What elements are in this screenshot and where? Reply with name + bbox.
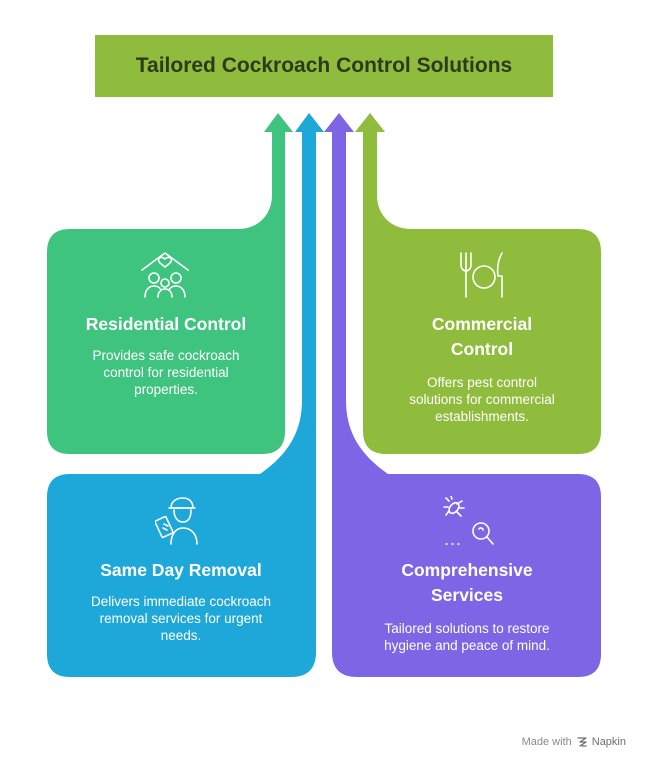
residential-card-desc-line: Provides safe cockroach — [92, 348, 240, 363]
commercial-card-desc-line: Offers pest control — [426, 375, 538, 390]
napkin-logo-icon — [577, 737, 587, 747]
residential-card-desc-line: properties. — [134, 382, 198, 397]
commercial-card: Commercial Control Offers pest control s… — [366, 312, 598, 425]
commercial-card-desc-line: solutions for commercial — [409, 392, 555, 407]
commercial-card-title-line: Control — [450, 339, 514, 359]
residential-card-title: Residential Control — [85, 314, 247, 334]
same-day-card-desc-line: removal services for urgent — [99, 611, 263, 626]
diagram-title: Tailored Cockroach Control Solutions — [135, 54, 513, 77]
same-day-card-shape — [47, 113, 324, 677]
same-day-card-desc-line: needs. — [160, 628, 202, 643]
family-home-icon — [141, 252, 189, 298]
same-day-card: Same Day Removal Delivers immediate cock… — [50, 558, 312, 644]
residential-card: Residential Control Provides safe cockro… — [50, 312, 282, 398]
footer-attribution: Made with Napkin — [522, 736, 626, 748]
comprehensive-card-title-line: Comprehensive — [401, 560, 533, 580]
bug-search-icon — [443, 496, 494, 545]
comprehensive-card-title-line: Services — [430, 585, 503, 605]
footer-made-with: Made with — [521, 736, 572, 748]
residential-card-shape — [47, 113, 293, 454]
dining-utensils-icon — [460, 252, 503, 298]
residential-card-desc-line: control for residential — [103, 365, 229, 380]
comprehensive-card-desc-line: hygiene and peace of mind. — [384, 638, 550, 653]
same-day-card-title: Same Day Removal — [100, 560, 262, 580]
diagram-title-box: Tailored Cockroach Control Solutions — [95, 35, 553, 97]
commercial-card-title-line: Commercial — [431, 314, 533, 334]
technician-icon — [155, 497, 198, 545]
comprehensive-card-shape — [324, 113, 601, 677]
comprehensive-card: Comprehensive Services Tailored solution… — [336, 558, 598, 654]
footer-brand: Napkin — [591, 736, 626, 748]
commercial-card-shape — [355, 113, 601, 454]
commercial-card-desc-line: establishments. — [435, 409, 529, 424]
comprehensive-card-desc-line: Tailored solutions to restore — [384, 621, 550, 636]
same-day-card-desc-line: Delivers immediate cockroach — [90, 594, 272, 609]
